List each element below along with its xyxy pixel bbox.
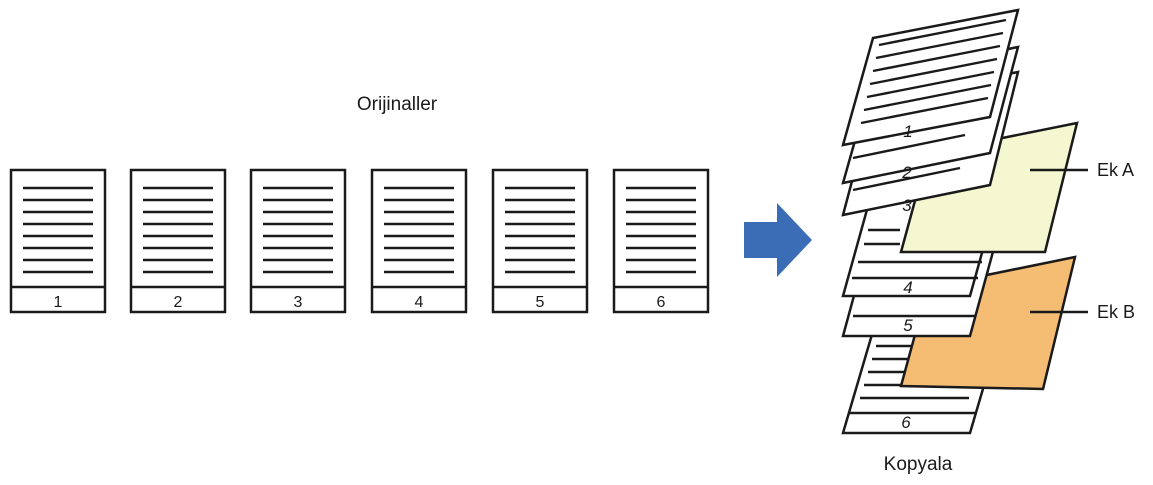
copy-sheet-1: 1	[841, 8, 1020, 147]
copy-page-number: 6	[901, 413, 911, 432]
original-page-5: 5	[491, 168, 589, 314]
copies-title: Kopyala	[884, 454, 953, 475]
copy-page-number: 4	[903, 278, 912, 297]
originals-title: Orijinaller	[357, 94, 438, 115]
copy-page-number: 5	[903, 316, 913, 335]
copy-page-number: 1	[903, 122, 912, 141]
originals-row: 1 2 3	[9, 168, 710, 314]
insert-b-label: Ek B	[1097, 302, 1135, 322]
original-page-number: 3	[294, 294, 303, 311]
original-page-6: 6	[612, 168, 710, 314]
copies-stack: 6 5 4	[841, 8, 1079, 435]
insert-a-label: Ek A	[1097, 160, 1134, 180]
original-page-1: 1	[9, 168, 107, 314]
original-page-number: 4	[415, 294, 424, 311]
copy-page-number: 2	[901, 163, 912, 182]
original-page-3: 3	[249, 168, 347, 314]
original-page-number: 5	[536, 294, 545, 311]
original-page-2: 2	[129, 168, 227, 314]
right-arrow-icon	[744, 203, 812, 277]
original-page-4: 4	[370, 168, 468, 314]
copy-page-number: 3	[902, 196, 912, 215]
original-page-number: 1	[54, 294, 63, 311]
original-page-number: 6	[657, 294, 666, 311]
original-page-number: 2	[174, 294, 183, 311]
